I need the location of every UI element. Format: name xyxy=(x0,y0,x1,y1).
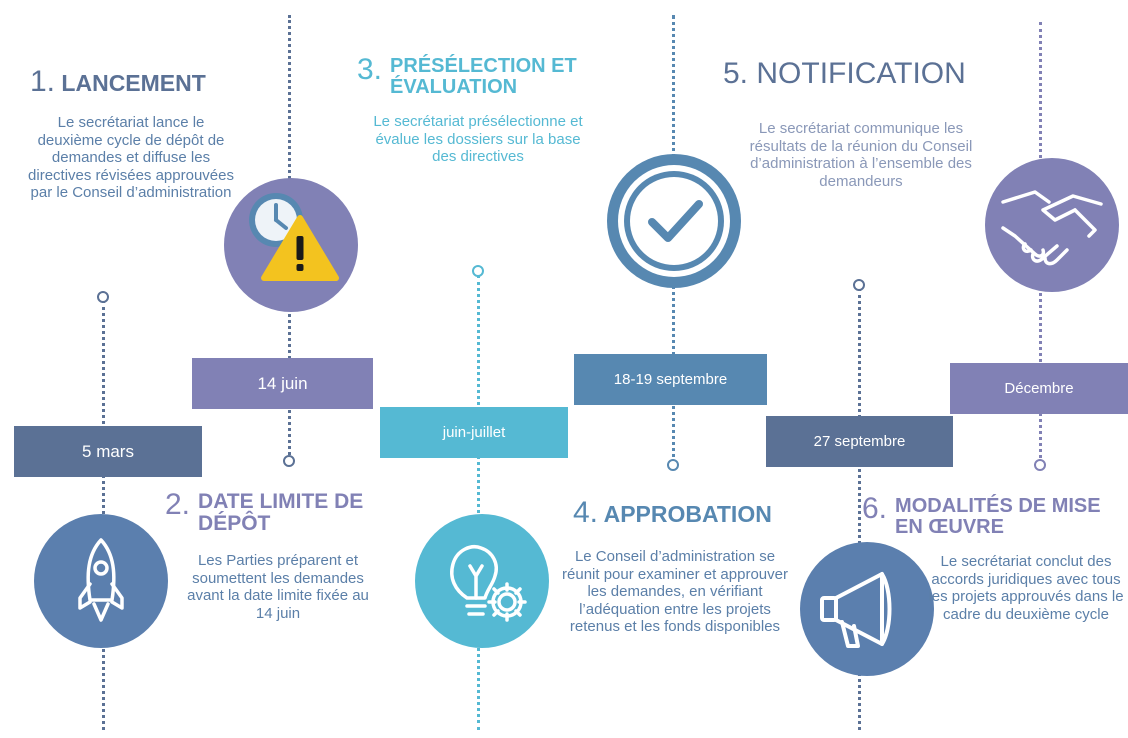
step-6-icon-circle xyxy=(985,158,1119,292)
lightbulb-gear-icon xyxy=(450,545,527,622)
step-6-number: 6. xyxy=(862,492,888,525)
date-label-3: juin-juillet xyxy=(442,424,506,441)
step-2-number: 2. xyxy=(165,488,191,521)
megaphone-icon xyxy=(820,572,892,648)
step-5-number: 5. xyxy=(723,57,749,90)
step-1-description: Le secrétariat lance le deuxième cycle d… xyxy=(28,114,234,201)
step-1-title: 1. LANCEMENT xyxy=(30,66,206,98)
handshake-icon xyxy=(1001,190,1103,266)
timeline-node-3 xyxy=(472,265,484,277)
step-6-title-text: MODALITÉS DE MISE EN ŒUVRE xyxy=(895,495,1101,538)
clock-warning-icon xyxy=(249,193,339,281)
timeline-node-5 xyxy=(853,279,865,291)
step-3-icon-circle xyxy=(415,514,549,648)
step-2-title: 2. DATE LIMITE DE DÉPÔT xyxy=(165,488,375,536)
step-5-title: 5. NOTIFICATION xyxy=(723,58,966,90)
step-4-number: 4. xyxy=(573,496,599,529)
timeline-connector-3 xyxy=(477,275,480,730)
step-3-title-text: PRÉSÉLECTION ET ÉVALUATION xyxy=(390,55,577,98)
step-6-title: 6. MODALITÉS DE MISE EN ŒUVRE xyxy=(862,492,1122,538)
date-box-3: juin-juillet xyxy=(380,407,568,458)
step-1-number: 1. xyxy=(30,65,56,98)
timeline-node-2 xyxy=(283,455,295,467)
date-label-2: 14 juin xyxy=(257,373,308,393)
timeline-node-1 xyxy=(97,291,109,303)
timeline-node-6 xyxy=(1034,459,1046,471)
step-1-title-text: LANCEMENT xyxy=(61,70,206,96)
step-2-description: Les Parties préparent et soumettent les … xyxy=(187,552,369,622)
step-4-icon-circle xyxy=(607,154,741,288)
step-2-icon-circle xyxy=(34,514,168,648)
date-label-4: 18-19 septembre xyxy=(613,371,728,388)
timeline-node-4 xyxy=(667,459,679,471)
date-label-5: 27 septembre xyxy=(813,433,906,450)
step-6-description: Le secrétariat conclut des accords jurid… xyxy=(928,553,1124,623)
timeline-connector-5 xyxy=(858,288,861,730)
date-box-4: 18-19 septembre xyxy=(574,354,767,405)
step-4-description: Le Conseil d’administration se réunit po… xyxy=(562,548,788,635)
step-3-number: 3. xyxy=(357,53,383,86)
date-box-1: 5 mars xyxy=(14,426,202,477)
date-box-2: 14 juin xyxy=(192,358,373,409)
date-label-1: 5 mars xyxy=(82,441,134,461)
step-1-icon-circle xyxy=(224,178,358,312)
step-3-description: Le secrétariat présélectionne et évalue … xyxy=(373,113,583,165)
step-5-title-text: NOTIFICATION xyxy=(756,57,966,90)
step-5-icon-circle xyxy=(800,542,934,676)
step-5-description: Le secrétariat communique les résultats … xyxy=(749,120,973,190)
step-2-title-text: DATE LIMITE DE DÉPÔT xyxy=(198,490,364,536)
step-4-title-text: APPROBATION xyxy=(603,501,772,527)
date-box-6: Décembre xyxy=(950,363,1128,414)
step-4-title: 4. APPROBATION xyxy=(573,497,772,529)
date-box-5: 27 septembre xyxy=(766,416,953,467)
date-label-6: Décembre xyxy=(1004,380,1074,397)
rocket-icon xyxy=(78,538,124,622)
checkmark-icon xyxy=(618,165,730,277)
step-3-title: 3. PRÉSÉLECTION ET ÉVALUATION xyxy=(357,53,597,98)
